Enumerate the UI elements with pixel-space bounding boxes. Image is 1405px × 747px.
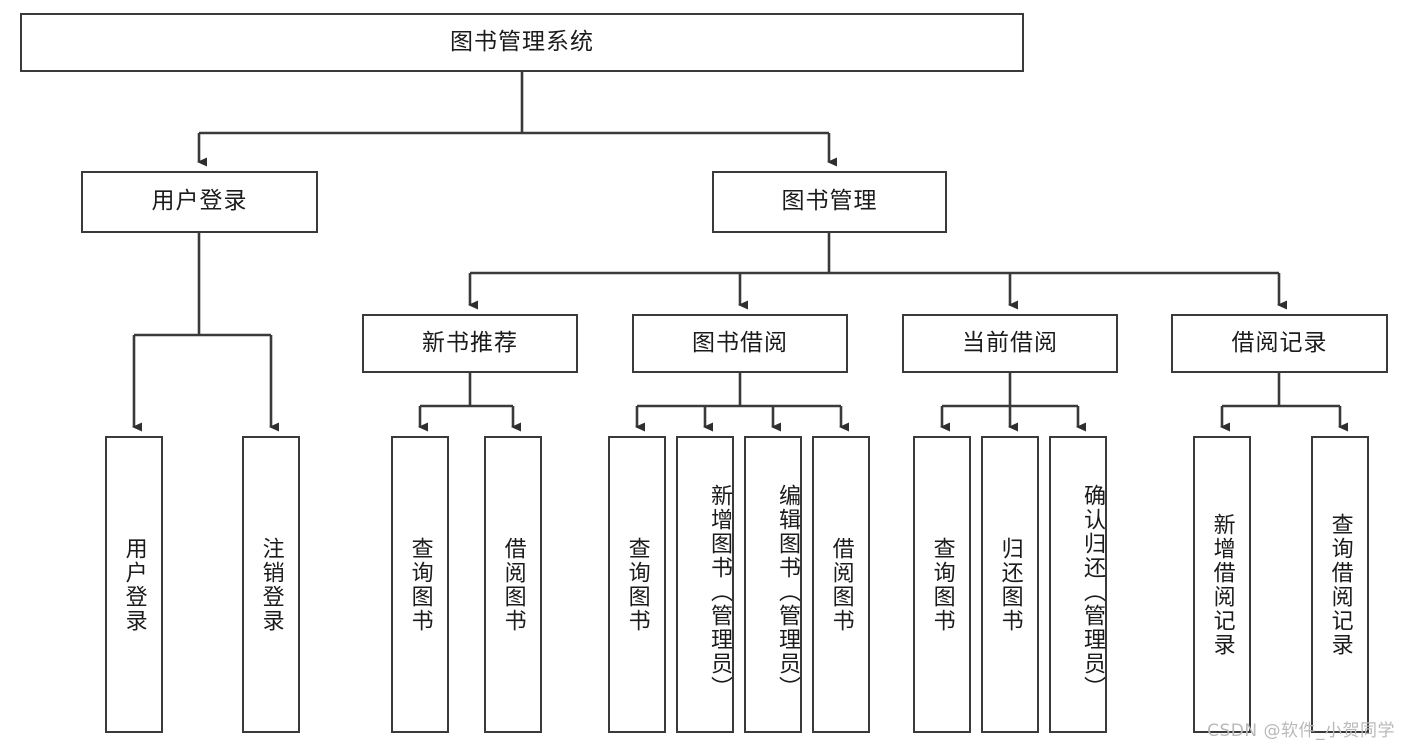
- leaf-user-login-logout[interactable]: 注销登录: [242, 436, 300, 733]
- node-root-system[interactable]: 图书管理系统: [20, 13, 1024, 72]
- node-label: 当前借阅: [962, 329, 1058, 356]
- node-label: 用户登录: [151, 188, 248, 215]
- leaf-borrow-borrow-book[interactable]: 借阅图书: [812, 436, 870, 733]
- node-current-borrow[interactable]: 当前借阅: [902, 314, 1118, 373]
- leaf-record-add-record[interactable]: 新增借阅记录: [1193, 436, 1251, 733]
- node-label: 借阅图书: [828, 536, 854, 633]
- node-label: 图书管理系统: [450, 28, 594, 55]
- node-label: 图书管理: [781, 188, 878, 215]
- node-label: 借阅记录: [1231, 329, 1328, 356]
- node-label: 注销登录: [258, 536, 284, 633]
- leaf-borrow-query-book[interactable]: 查询图书: [608, 436, 666, 733]
- node-label: 用户登录: [121, 536, 147, 633]
- leaf-borrow-edit-book-admin[interactable]: 编辑图书（管理员）: [744, 436, 802, 733]
- node-label: 新书推荐: [422, 329, 518, 356]
- node-user-login[interactable]: 用户登录: [81, 171, 318, 233]
- node-borrow-record[interactable]: 借阅记录: [1171, 314, 1388, 373]
- leaf-user-login-login[interactable]: 用户登录: [105, 436, 163, 733]
- leaf-current-confirm-return-admin[interactable]: 确认归还（管理员）: [1049, 436, 1107, 733]
- leaf-current-query-book[interactable]: 查询图书: [913, 436, 971, 733]
- node-label: 查询图书: [407, 536, 433, 633]
- node-label: 图书借阅: [692, 329, 788, 356]
- node-book-management[interactable]: 图书管理: [712, 171, 947, 233]
- leaf-borrow-add-book-admin[interactable]: 新增图书（管理员）: [676, 436, 734, 733]
- node-label: 确认归还（管理员）: [1080, 483, 1105, 700]
- node-label: 归还图书: [997, 536, 1023, 633]
- node-label: 借阅图书: [500, 536, 526, 633]
- node-label: 查询借阅记录: [1327, 512, 1353, 657]
- leaf-recommend-borrow-book[interactable]: 借阅图书: [484, 436, 542, 733]
- csdn-watermark: CSDN @软件_小贺同学: [1207, 721, 1395, 741]
- node-label: 查询图书: [624, 536, 650, 633]
- node-label: 新增图书（管理员）: [707, 483, 732, 700]
- node-label: 编辑图书（管理员）: [775, 483, 800, 700]
- node-label: 查询图书: [929, 536, 955, 633]
- node-book-borrow[interactable]: 图书借阅: [632, 314, 848, 373]
- leaf-recommend-query-book[interactable]: 查询图书: [391, 436, 449, 733]
- leaf-record-query-record[interactable]: 查询借阅记录: [1311, 436, 1369, 733]
- node-new-book-recommend[interactable]: 新书推荐: [362, 314, 578, 373]
- leaf-current-return-book[interactable]: 归还图书: [981, 436, 1039, 733]
- node-label: 新增借阅记录: [1209, 512, 1235, 657]
